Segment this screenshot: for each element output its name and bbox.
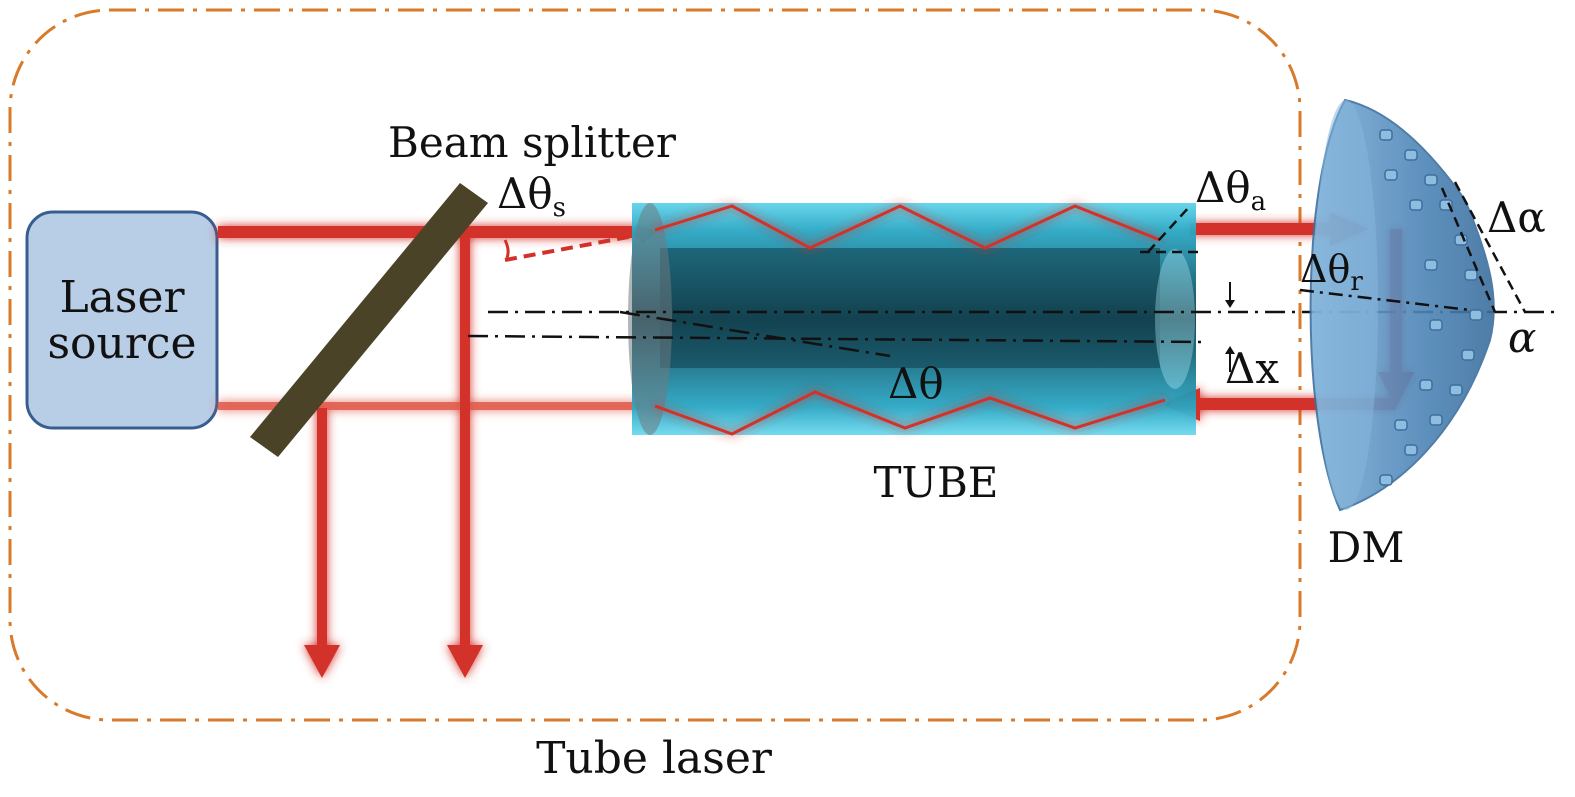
dm-label: DM [1328,523,1405,572]
dm-front-face [1314,100,1378,510]
delta-x-arrowhead-bottom [1225,346,1235,354]
delta-theta-r-label: Δθr [1300,247,1363,297]
tube-right-end [1155,249,1195,389]
beam-splitter-label: Beam splitter [388,118,677,167]
tube-zigzag-top [654,204,1161,250]
delta-x-arrowhead-top [1225,300,1235,308]
axis-line-lower [467,334,1206,344]
delta-theta-a-tilt [1147,205,1191,253]
tube-laser-label: Tube laser [536,733,773,784]
delta-x-label: Δx [1225,344,1279,393]
misaligned-beam-dashed [504,225,659,262]
beam-output-1-arrowhead [304,645,340,678]
tube-core [660,248,1160,368]
delta-theta-s-arc [503,239,510,259]
delta-theta-label: Δθ [888,359,944,408]
tube-laser-frame [8,8,1302,722]
laser-source-label-line2: source [47,318,196,369]
alpha-label: α [1508,313,1536,362]
delta-alpha-line-2 [1440,187,1497,313]
deformable-mirror [1309,98,1495,512]
tube-label: TUBE [874,458,999,507]
tube-left-end [628,203,672,435]
laser-source-box [25,210,219,430]
axis-tilt-line [619,310,891,358]
tube [628,203,1196,436]
delta-theta-s-label: Δθs [497,169,566,223]
delta-theta-a-label: Δθa [1195,163,1266,217]
beam-output-2-arrowhead [447,645,483,678]
tube-zigzag-bottom [654,390,1166,436]
beam-splitter-plate [250,183,488,457]
delta-alpha-line-1 [1453,181,1527,313]
delta-alpha-label: Δα [1487,193,1546,242]
laser-source-label-line1: Laser [59,272,185,323]
